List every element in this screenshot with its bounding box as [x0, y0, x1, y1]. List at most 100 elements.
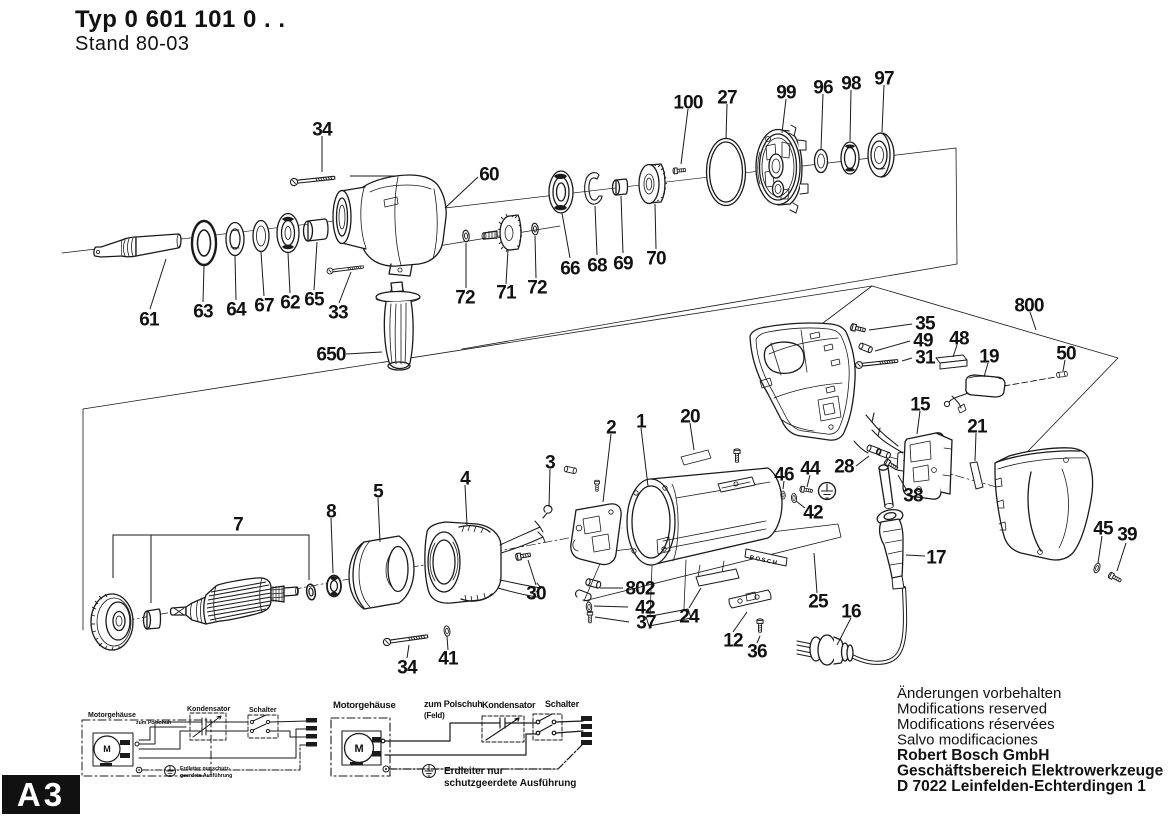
capacitor-19 — [943, 374, 1006, 414]
footer-line-fr: Modifications réservées — [897, 716, 1055, 733]
earth-screw-group — [780, 481, 837, 504]
part-label-68: 68 — [587, 256, 607, 277]
part-label-42: 42 — [803, 503, 823, 524]
part-label-802: 802 — [625, 579, 655, 600]
schl-earth-note1: Erdleiter nur schutz- — [180, 766, 231, 772]
part-label-45: 45 — [1093, 519, 1114, 540]
part-label-50: 50 — [1056, 344, 1076, 365]
bracket-7 — [112, 534, 310, 603]
part-label-39: 39 — [1117, 525, 1137, 546]
screw-30 — [514, 550, 532, 562]
part-label-38: 38 — [903, 486, 923, 507]
part-label-650: 650 — [316, 345, 346, 366]
pin-49 — [857, 342, 874, 354]
part-label-100: 100 — [673, 93, 703, 114]
schl-kondensator-label: Kondensator — [187, 706, 230, 713]
screw-34-bottom — [382, 632, 429, 647]
gear-71 — [481, 213, 523, 253]
part-label-2: 2 — [606, 418, 616, 439]
part-label-60: 60 — [479, 165, 499, 186]
part-label-72: 72 — [455, 288, 475, 309]
footer-division: Geschäftsbereich Elektrowerkzeuge — [897, 763, 1164, 780]
part-label-4: 4 — [460, 469, 471, 490]
screw-36 — [756, 618, 764, 633]
schl-housing-label: Motorgehäuse — [88, 712, 136, 719]
schl-polschuh-label: zum Polschuh — [136, 720, 171, 726]
clamp-12 — [728, 589, 772, 609]
cord-sleeve-17 — [876, 464, 905, 590]
nut-64 — [225, 221, 245, 257]
footer-address: D 7022 Leinfelden-Echterdingen 1 — [897, 778, 1146, 795]
part-label-12: 12 — [723, 631, 743, 652]
part-label-41: 41 — [438, 649, 459, 670]
washer-45 — [1092, 561, 1102, 575]
part-label-37: 37 — [636, 613, 656, 634]
screw-39 — [1107, 571, 1123, 584]
schl-earth-note2: geerdete Ausführung — [180, 773, 232, 779]
part-label-64: 64 — [226, 300, 247, 321]
schematic-right: Motorgehäuse M zum Polschuh (Feld) Konde… — [330, 699, 592, 789]
schr-motor-letter: M — [355, 743, 364, 755]
washer-67 — [252, 219, 270, 253]
screw-clamp-upper — [733, 448, 741, 463]
part-label-36: 36 — [747, 642, 767, 663]
footer-line-de: Änderungen vorbehalten — [897, 685, 1061, 702]
stator-4 — [424, 520, 546, 604]
footer-block: Änderungen vorbehalten Modifications res… — [897, 685, 1164, 795]
schr-kondensator-label: Kondensator — [482, 700, 536, 710]
part-label-16: 16 — [841, 602, 861, 623]
o-ring-27 — [705, 137, 747, 207]
screw-44 — [799, 485, 814, 495]
part-label-31: 31 — [915, 348, 936, 369]
part-label-30: 30 — [526, 584, 546, 605]
gear-7 — [90, 593, 134, 651]
ring-63 — [190, 219, 218, 267]
clip-42-left — [575, 589, 592, 602]
part-label-67: 67 — [254, 296, 274, 317]
part-label-49: 49 — [913, 331, 933, 352]
footer-line-es: Salvo modificaciones — [897, 732, 1038, 749]
gear-70 — [638, 163, 668, 205]
part-label-28: 28 — [834, 457, 854, 478]
part-label-15: 15 — [910, 395, 931, 416]
schr-polschuh-label: zum Polschuh — [424, 699, 483, 709]
part-label-96: 96 — [813, 78, 833, 99]
part-label-3: 3 — [545, 453, 555, 474]
part-label-72: 72 — [527, 278, 547, 299]
part-label-35: 35 — [915, 314, 936, 335]
washer-42-left — [585, 601, 593, 613]
fan-ring-5 — [348, 535, 415, 610]
bearing-flange-97 — [867, 132, 895, 178]
spindle-61 — [93, 233, 182, 258]
screw-37 — [586, 610, 594, 624]
handle-shell-right — [994, 447, 1094, 561]
strip-21 — [969, 461, 984, 490]
clamp-upper — [717, 476, 756, 493]
part-label-33: 33 — [328, 303, 348, 324]
stand-title: Stand 80-03 — [75, 33, 189, 55]
nameplate-text: BOSCH — [749, 555, 779, 567]
part-label-63: 63 — [193, 302, 213, 323]
part-label-98: 98 — [841, 74, 861, 95]
part-label-20: 20 — [680, 407, 700, 428]
part-label-65: 65 — [304, 290, 325, 311]
bearing-66 — [548, 170, 574, 214]
pin-above-brushplate — [563, 465, 578, 475]
spring-3 — [542, 504, 553, 519]
screw-35 — [849, 322, 867, 335]
sheet-size-badge: A3 — [2, 775, 80, 814]
schr-schalter-label: Schalter — [545, 699, 580, 709]
snap-ring-68 — [584, 172, 603, 205]
footer-line-en: Modifications reserved — [897, 701, 1047, 718]
schr-earth-symbol — [421, 763, 437, 779]
schl-schalter-label: Schalter — [249, 707, 277, 714]
sheet-size-text: A3 — [17, 776, 65, 813]
pin-50 — [1055, 370, 1069, 378]
screw-33 — [326, 263, 365, 275]
part-label-800: 800 — [1014, 296, 1044, 317]
frame-lines — [82, 147, 1119, 631]
part-label-61: 61 — [139, 310, 160, 331]
washer-72-right — [530, 222, 540, 236]
side-handle-650 — [375, 281, 421, 371]
part-label-42: 42 — [635, 598, 655, 619]
